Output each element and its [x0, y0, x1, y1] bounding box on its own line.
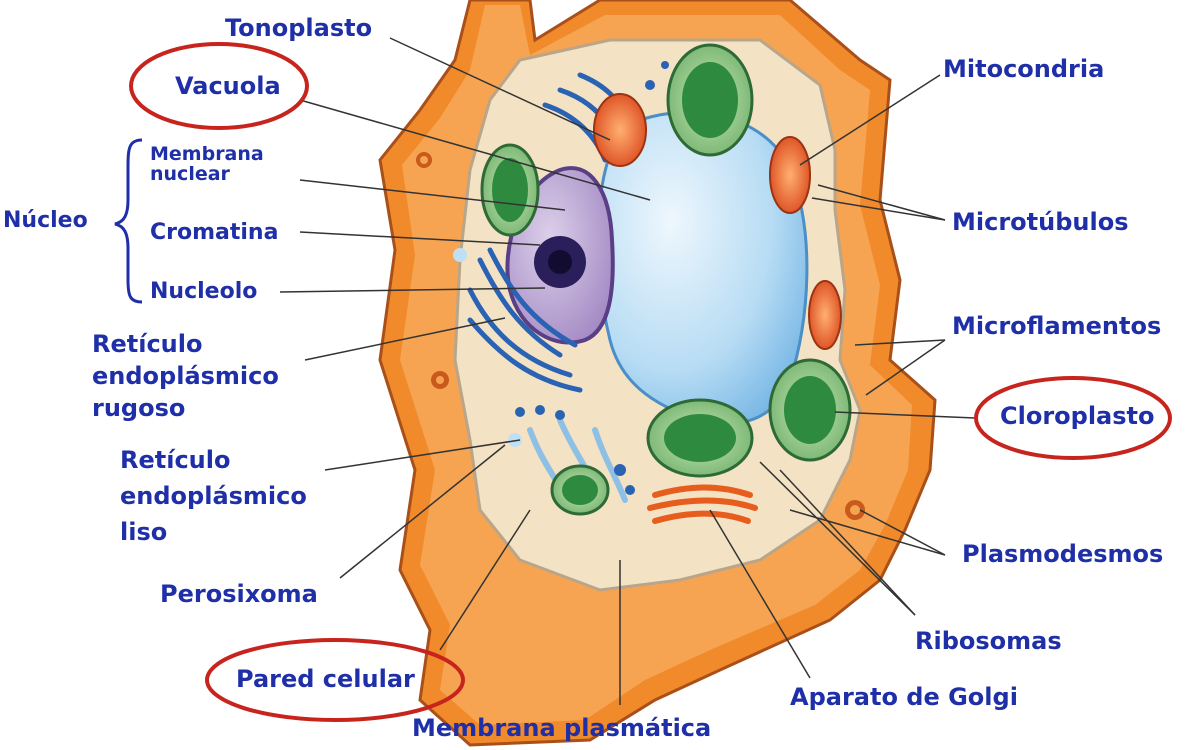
label-rer-line3: rugoso — [92, 394, 185, 423]
label-nucleo: Núcleo — [3, 208, 88, 234]
nucleus-brace — [115, 140, 142, 302]
label-aparato-golgi: Aparato de Golgi — [790, 683, 1018, 712]
label-cloroplasto: Cloroplasto — [1000, 402, 1155, 431]
label-membrana-plasmatica: Membrana plasmática — [412, 714, 711, 743]
label-vacuola: Vacuola — [175, 72, 281, 101]
label-pared-celular: Pared celular — [236, 665, 415, 694]
label-tonoplasto: Tonoplasto — [225, 14, 372, 43]
label-rer-line1: Retículo — [92, 330, 202, 359]
label-membrana-nuclear-line2: nuclear — [150, 165, 230, 183]
label-microflamentos: Microflamentos — [952, 312, 1161, 341]
label-rel-line1: Retículo — [120, 446, 230, 475]
label-nucleolo: Nucleolo — [150, 279, 257, 305]
label-ribosomas: Ribosomas — [915, 627, 1062, 656]
label-plasmodesmos: Plasmodesmos — [962, 540, 1163, 569]
label-rel-line2: endoplásmico — [120, 482, 307, 511]
label-microtubulos: Microtúbulos — [952, 208, 1128, 237]
label-perosixoma: Perosixoma — [160, 580, 318, 609]
label-cromatina: Cromatina — [150, 220, 278, 246]
label-rer-line2: endoplásmico — [92, 362, 279, 391]
label-mitocondria: Mitocondria — [943, 55, 1104, 84]
label-membrana-nuclear-line1: Membrana — [150, 145, 264, 163]
label-rel-line3: liso — [120, 518, 167, 547]
